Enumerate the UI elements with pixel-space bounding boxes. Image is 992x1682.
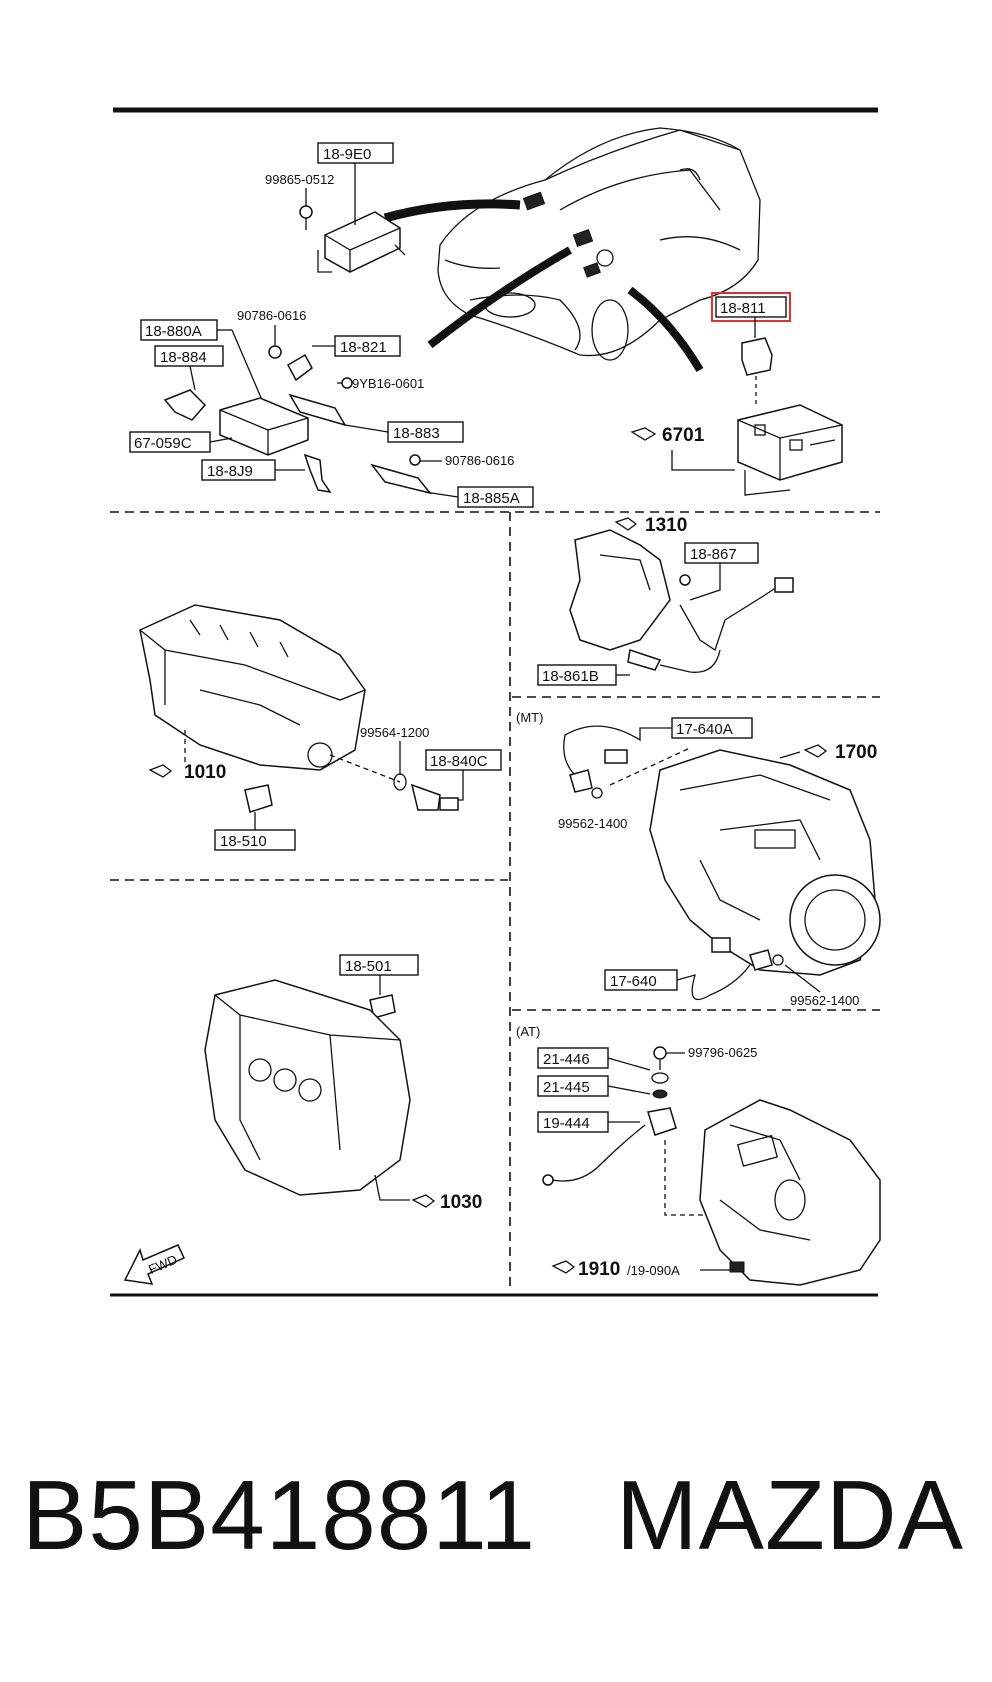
fwd-arrow-icon: FWD [123, 1244, 185, 1285]
sensor-19-444 [647, 1107, 677, 1136]
ref-arrow-1030 [411, 1194, 436, 1208]
ref-1010: 1010 [184, 762, 226, 783]
ref-arrow-1010 [148, 764, 173, 778]
cylinder-block-1030 [204, 979, 411, 1196]
label-99865-0512: 99865-0512 [265, 172, 334, 187]
relay-box-6701 [737, 404, 843, 496]
part-caption: B5B418811 MAZDA [22, 1460, 982, 1570]
label-box-18-811 [715, 296, 787, 318]
cylinder-head-1010 [139, 604, 366, 771]
label-box-18-884 [154, 345, 224, 367]
label-21-446: 21-446 [543, 1051, 590, 1068]
connector-18-840C [439, 797, 459, 811]
connector-17-640 [711, 937, 731, 953]
connector-17-640A [604, 749, 628, 764]
ref-1910: 1910 [578, 1259, 620, 1280]
bracket-part-884 [163, 389, 207, 421]
label-99564-1200: 99564-1200 [360, 725, 429, 740]
label-18-8J9: 18-8J9 [207, 463, 253, 480]
washer-21-446 [651, 1072, 669, 1084]
label-18-840C: 18-840C [430, 753, 488, 770]
label-17-640: 17-640 [610, 973, 657, 990]
relay-part-811 [741, 337, 773, 376]
washer-99564-1200 [393, 773, 407, 791]
ecu-module-059C [219, 397, 309, 456]
label-90786-0616-b: 90786-0616 [445, 453, 514, 468]
ref-arrow-1310 [614, 517, 638, 531]
label-99796-0625: 99796-0625 [688, 1045, 757, 1060]
ecu-module-part [299, 205, 406, 273]
bracket-part-8J9 [303, 453, 332, 494]
label-18-9E0: 18-9E0 [323, 146, 371, 163]
at-tag: (AT) [516, 1024, 540, 1039]
label-99562-1400-b: 99562-1400 [790, 993, 859, 1008]
label-18-885A: 18-885A [463, 490, 520, 507]
label-18-811: 18-811 [720, 300, 766, 317]
sensor-18-861B [627, 649, 662, 671]
label-18-884: 18-884 [160, 349, 207, 366]
sensor-17-640A [569, 769, 593, 793]
ref-arrow-1700 [803, 744, 828, 758]
washer-21-445 [652, 1089, 668, 1099]
label-9YB16-0601: 9YB16-0601 [352, 376, 424, 391]
sensor-18-840C [410, 783, 441, 811]
label-18-867: 18-867 [690, 546, 737, 563]
mt-tag: (MT) [516, 710, 543, 725]
label-18-510: 18-510 [220, 833, 267, 850]
ref-1030: 1030 [440, 1192, 482, 1213]
label-box-18-501 [339, 954, 419, 976]
ref-1910-sub: /19-090A [627, 1263, 680, 1278]
label-99562-1400-a: 99562-1400 [558, 816, 627, 831]
label-18-883: 18-883 [393, 425, 440, 442]
label-90786-0616-a: 90786-0616 [237, 308, 306, 323]
label-21-445: 21-445 [543, 1079, 590, 1096]
ref-1310: 1310 [645, 515, 687, 536]
label-17-640A: 17-640A [676, 721, 733, 738]
label-box-18-867 [684, 542, 759, 564]
label-19-444: 19-444 [543, 1115, 590, 1132]
transmission-at [699, 1099, 881, 1286]
sensor-17-640 [749, 949, 773, 971]
bracket-part-885A [370, 463, 432, 495]
label-18-501: 18-501 [345, 958, 392, 975]
ref-arrow-6701 [630, 427, 657, 441]
label-67-059C: 67-059C [134, 435, 192, 452]
engine-cover-1310 [569, 529, 671, 651]
ref-arrow-1910 [551, 1260, 576, 1274]
ref-6701: 6701 [662, 425, 705, 446]
sensor-18-510 [244, 784, 273, 813]
highlight-18-811 [711, 292, 791, 322]
car-illustration [383, 127, 761, 373]
fwd-label: FWD [146, 1252, 179, 1277]
connector-867 [774, 577, 794, 593]
connector-part-821 [286, 353, 313, 382]
label-18-821: 18-821 [340, 339, 387, 356]
label-18-880A: 18-880A [145, 323, 202, 340]
brand-name: MAZDA [615, 1460, 964, 1570]
label-18-861B: 18-861B [542, 668, 599, 685]
ref-1700: 1700 [835, 742, 877, 763]
part-number: B5B418811 [22, 1460, 536, 1570]
transmission-mt [649, 749, 881, 976]
